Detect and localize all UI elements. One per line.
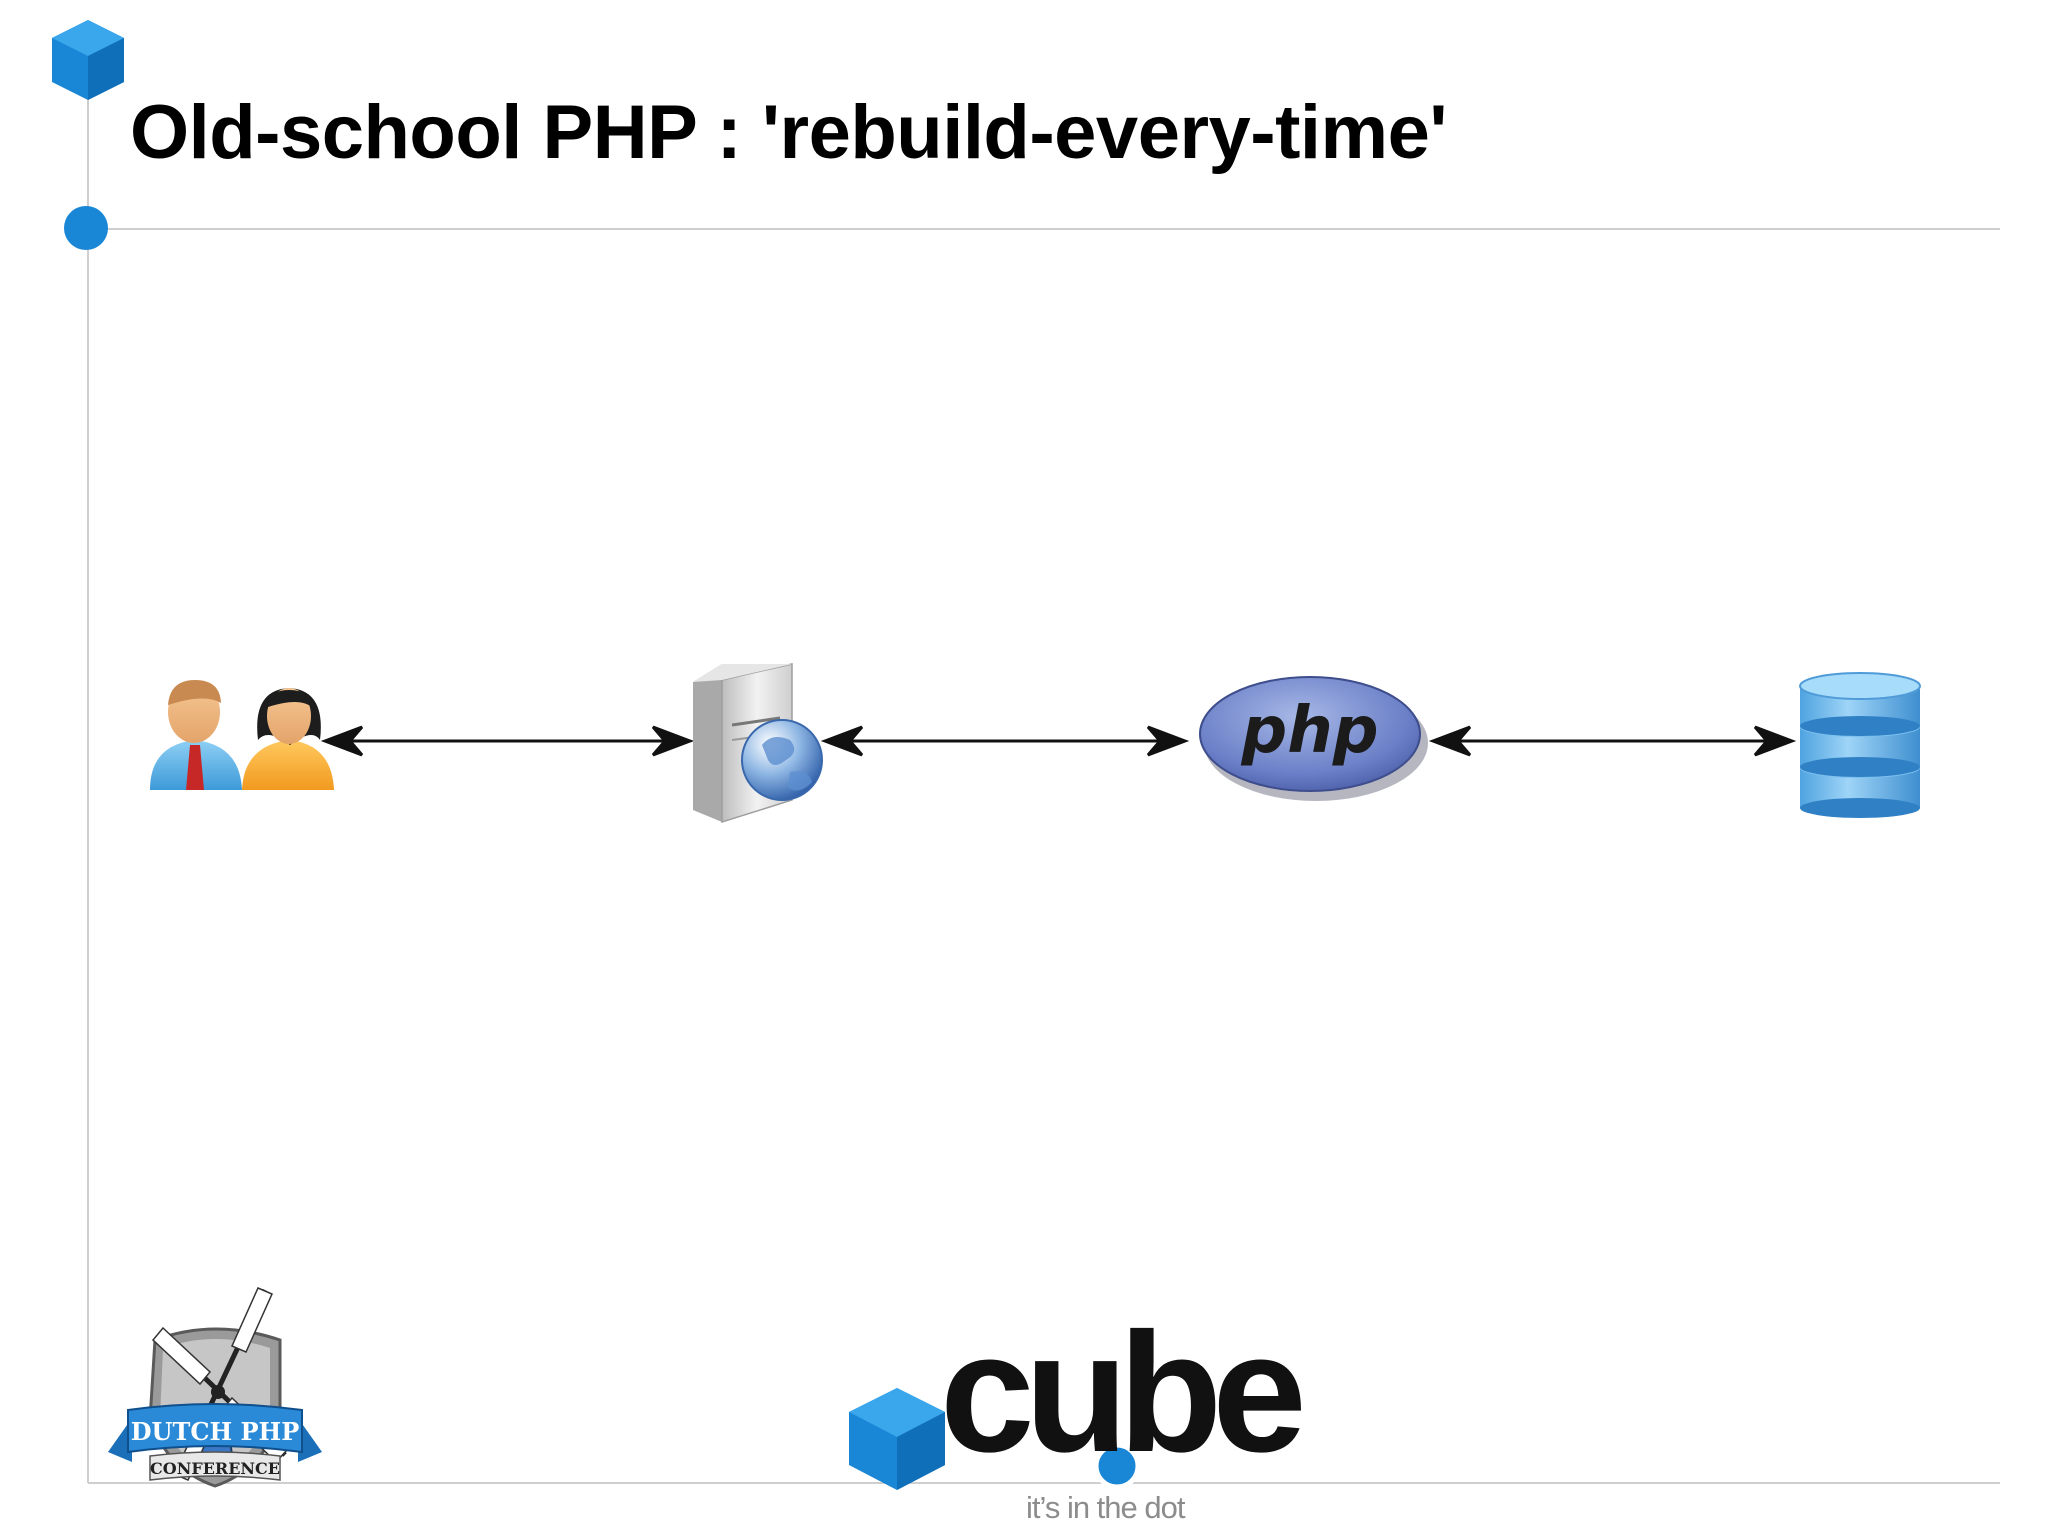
cube-logo-wordmark: cube bbox=[940, 1298, 1307, 1488]
corner-cube-icon bbox=[52, 20, 124, 100]
php-logo: php bbox=[1199, 676, 1428, 801]
users-icon bbox=[150, 680, 334, 790]
dutch-php-conference-logo: DUTCH PHP CONFERENCE bbox=[108, 1287, 322, 1488]
arrow-users-server bbox=[320, 725, 695, 757]
conference-logo-line2: CONFERENCE bbox=[150, 1459, 280, 1478]
database-icon bbox=[1799, 672, 1921, 818]
cube-logo-icon bbox=[849, 1388, 945, 1490]
rule-dot-icon bbox=[64, 206, 108, 250]
slide-title: Old-school PHP : 'rebuild-every-time' bbox=[130, 90, 1447, 175]
arrow-php-database bbox=[1428, 725, 1797, 757]
conference-logo-line1: DUTCH PHP bbox=[131, 1417, 300, 1446]
php-logo-text: php bbox=[1240, 694, 1378, 768]
slide-frame bbox=[87, 90, 2000, 1484]
cube-logo-tagline: it’s in the dot bbox=[1026, 1490, 1185, 1525]
cube-logo-dot-icon bbox=[1093, 1442, 1141, 1490]
arrow-server-php bbox=[820, 725, 1190, 757]
web-server-icon bbox=[693, 663, 823, 824]
